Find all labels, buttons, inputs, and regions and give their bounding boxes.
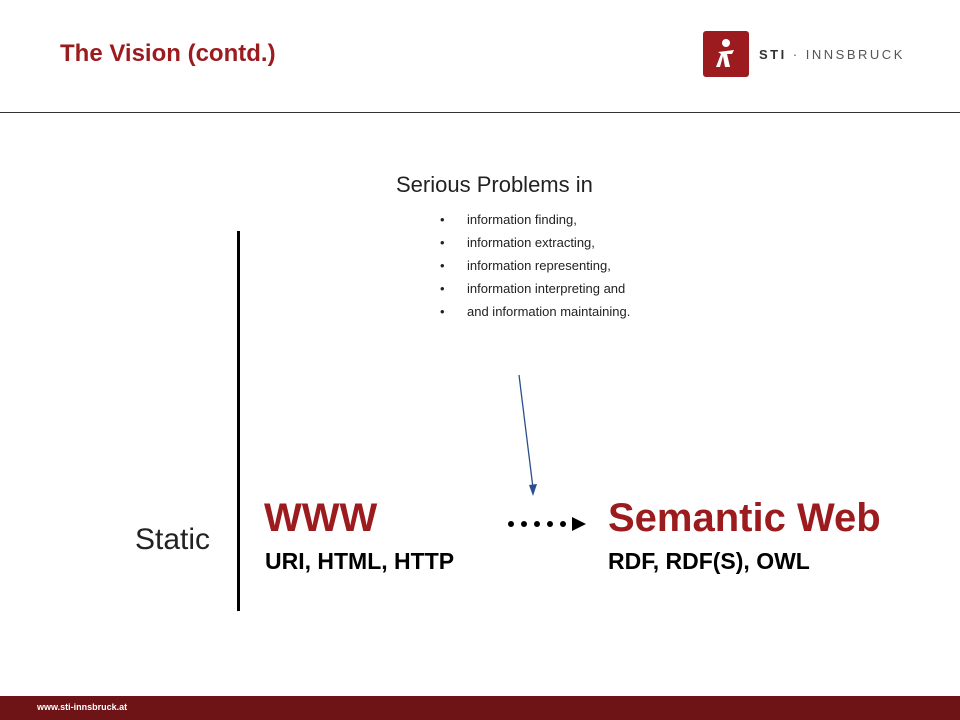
logo-brand: STI <box>759 46 787 62</box>
list-item-text: information finding, <box>467 212 577 227</box>
list-item-text: and information maintaining. <box>467 304 631 319</box>
problems-heading: Serious Problems in <box>396 172 593 197</box>
list-item: • information extracting, <box>440 231 630 254</box>
sti-innsbruck-logo: STI · INNSBRUCK <box>703 31 905 77</box>
bullet-icon: • <box>440 304 445 319</box>
bullet-icon: • <box>440 212 445 227</box>
list-item-text: information extracting, <box>467 235 595 250</box>
footer-url[interactable]: www.sti-innsbruck.at <box>37 702 128 712</box>
logo-name: INNSBRUCK <box>805 46 905 62</box>
www-title: WWW <box>264 496 378 540</box>
logo-wordmark: STI · INNSBRUCK <box>759 47 905 62</box>
list-item-text: information interpreting and <box>467 281 626 296</box>
dotted-right-arrow-icon <box>508 517 586 531</box>
list-item: • and information maintaining. <box>440 300 630 323</box>
list-item-text: information representing, <box>467 258 611 273</box>
problems-list: • information finding, • information extra… <box>440 208 630 323</box>
list-item: • information interpreting and <box>440 277 630 300</box>
bullet-icon: • <box>440 235 445 250</box>
www-technologies: URI, HTML, HTTP <box>265 548 455 574</box>
static-label: Static <box>135 523 211 556</box>
down-arrow-icon <box>518 374 537 496</box>
semantic-web-technologies: RDF, RDF(S), OWL <box>608 548 810 574</box>
bullet-icon: • <box>440 258 445 273</box>
list-item: • information finding, <box>440 208 630 231</box>
slide-title: The Vision (contd.) <box>60 40 276 67</box>
semantic-web-title: Semantic Web <box>608 496 881 540</box>
bullet-icon: • <box>440 281 445 296</box>
static-axis-line <box>237 231 240 611</box>
logo-separator: · <box>786 46 806 62</box>
footer-bar: www.sti-innsbruck.at <box>0 696 960 720</box>
list-item: • information representing, <box>440 254 630 277</box>
sti-logo-figure-icon <box>703 31 749 77</box>
header-divider <box>0 112 960 113</box>
